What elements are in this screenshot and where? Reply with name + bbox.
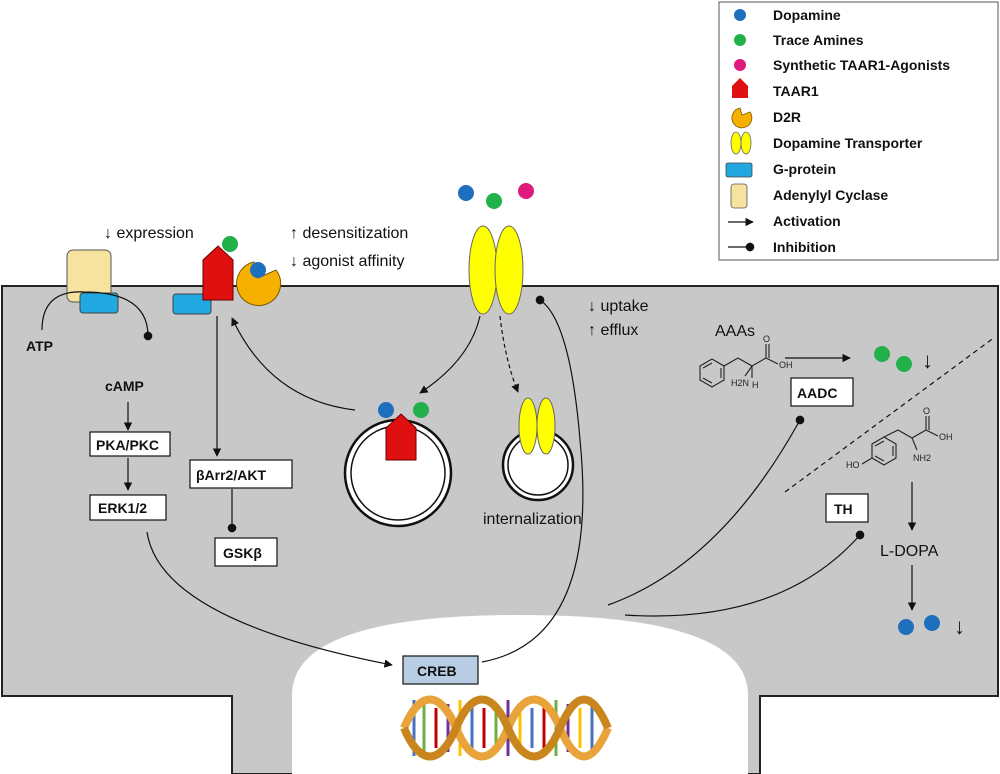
vesicle-trace-amine [413, 402, 429, 418]
aadc-box: AADC [797, 385, 837, 401]
legend: Dopamine Trace Amines Synthetic TAAR1-Ag… [718, 1, 999, 261]
legend-label-inhibition: Inhibition [773, 239, 836, 255]
vesicle-taar1 [385, 413, 417, 461]
efflux-label: ↑ efflux [588, 322, 638, 339]
g-protein-ac [79, 292, 119, 314]
vesicle-dopamine [378, 402, 394, 418]
dopamine-transporter-left [468, 225, 498, 315]
agonist-affinity-label: ↓ agonist affinity [290, 253, 404, 270]
pka-pkc-box: PKA/PKC [96, 437, 159, 453]
extracellular-trace-amine [486, 193, 502, 209]
taar1-receptor-icon [732, 78, 748, 98]
trace-amine-on-taar1 [222, 236, 238, 252]
legend-label-dopamine: Dopamine [773, 7, 841, 23]
l-dopa-label: L-DOPA [880, 543, 939, 560]
aaas-label: AAAs [715, 323, 755, 340]
legend-label-activation: Activation [773, 213, 841, 229]
chem-ho: HO [846, 460, 860, 470]
internalized-dat-left [518, 397, 538, 455]
chem-o-1: O [763, 334, 770, 344]
trace-amine-decrease-arrow: ↓ [922, 348, 933, 373]
legend-label-g-protein: G-protein [773, 161, 836, 177]
chem-h2n: H2N [731, 378, 749, 388]
phenylalanine-structure: O OH H2N H [699, 334, 793, 390]
extracellular-dopamine [458, 185, 474, 201]
legend-label-dat: Dopamine Transporter [773, 135, 923, 151]
creb-box: CREB [417, 663, 457, 679]
dopamine-transporter-right [494, 225, 524, 315]
legend-label-trace-amines: Trace Amines [773, 32, 864, 48]
expression-label: ↓ expression [104, 225, 194, 242]
dopamine-dot-icon [734, 9, 746, 21]
d2r-receptor [236, 261, 282, 307]
adenylyl-cyclase-icon [730, 183, 748, 209]
d2r-receptor-icon [731, 107, 753, 129]
th-box: TH [834, 501, 853, 517]
g-protein-icon [725, 162, 753, 178]
barr2-akt-box: βArr2/AKT [196, 467, 266, 483]
desensitization-label: ↑ desensitization [290, 225, 408, 242]
tyrosine-structure: O OH HO NH2 [846, 406, 953, 470]
dopamine-on-d2r [250, 262, 266, 278]
camp-label: cAMP [105, 378, 144, 394]
uptake-label: ↓ uptake [588, 298, 649, 315]
atp-label: ATP [26, 338, 53, 354]
synthetic-agonist-dot-icon [734, 59, 746, 71]
legend-label-taar1: TAAR1 [773, 83, 819, 99]
output-dopamine-1 [898, 619, 914, 635]
output-dopamine-2 [924, 615, 940, 631]
internalized-dat-right [536, 397, 556, 455]
dopamine-decrease-arrow: ↓ [954, 614, 965, 639]
g-protein-taar1 [172, 293, 212, 315]
chem-oh-2: OH [939, 432, 953, 442]
trace-amine-dot-icon [734, 34, 746, 46]
output-trace-amine-2 [896, 356, 912, 372]
dopamine-transporter-icon [730, 131, 742, 155]
chem-h: H [752, 380, 759, 390]
chem-nh2: NH2 [913, 453, 931, 463]
chem-oh-1: OH [779, 360, 793, 370]
erk-box: ERK1/2 [98, 500, 147, 516]
legend-label-synthetic-agonists: Synthetic TAAR1-Agonists [773, 57, 950, 73]
cell-body [1, 285, 999, 774]
internalization-label: internalization [483, 511, 582, 528]
extracellular-synthetic-agonist [518, 183, 534, 199]
chem-o-2: O [923, 406, 930, 416]
legend-label-d2r: D2R [773, 109, 801, 125]
dna-helix-icon [400, 695, 612, 761]
taar1-receptor [202, 245, 234, 301]
legend-label-adenylyl-cyclase: Adenylyl Cyclase [773, 187, 888, 203]
output-trace-amine-1 [874, 346, 890, 362]
atp-camp-arc [41, 291, 153, 341]
gsk-box: GSKβ [223, 545, 262, 561]
